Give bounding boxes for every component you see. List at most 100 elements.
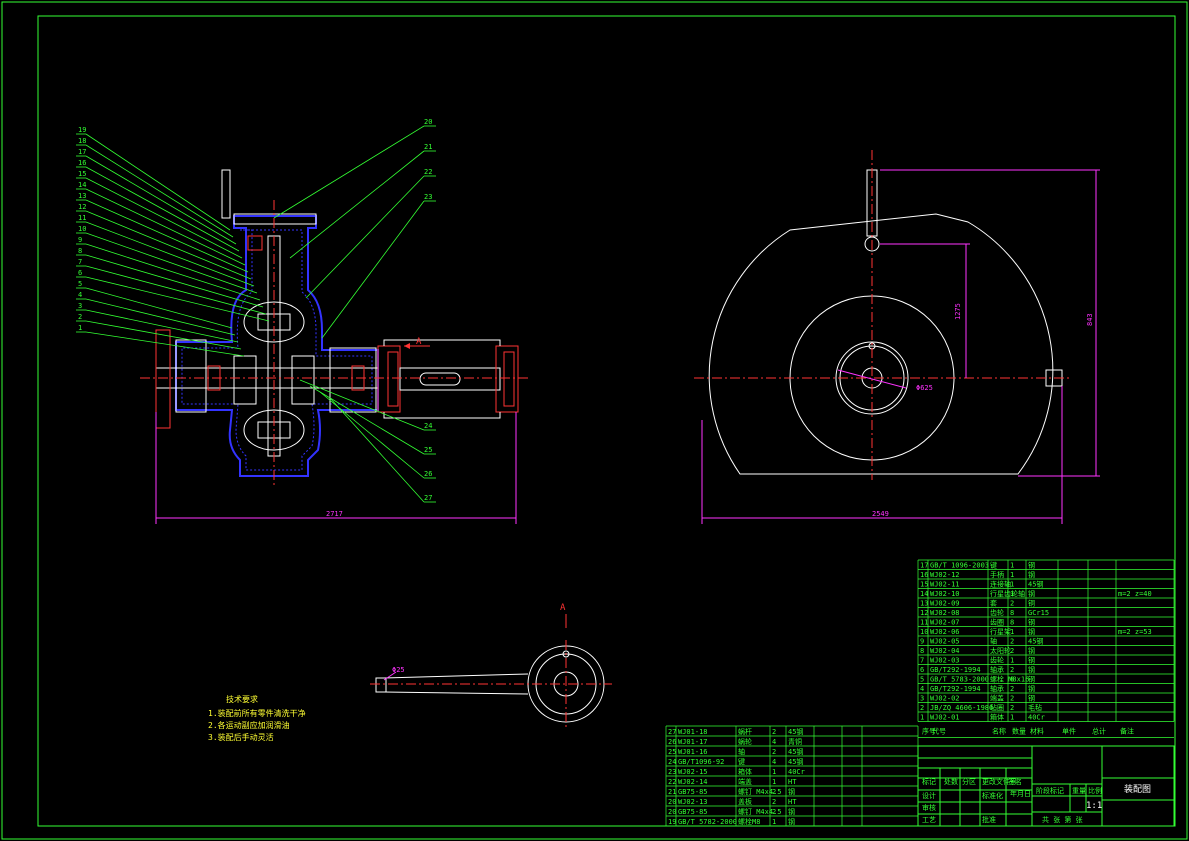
bom-code: WJ02-13 xyxy=(678,798,708,806)
leader-3 xyxy=(85,309,239,343)
coupling-left xyxy=(377,345,401,413)
section-label: A xyxy=(416,337,422,347)
bom-name: 齿轮 xyxy=(990,608,1004,617)
bom-code: WJ02-06 xyxy=(930,628,960,636)
technical-notes: 技术要求 1.装配前所有零件清洗干净 2.各运动副应加润滑油 3.装配后手动灵活 xyxy=(208,694,306,742)
bom-qty: 2 xyxy=(772,748,776,756)
bom-no: 12 xyxy=(920,609,928,617)
bom-mat: 钢 xyxy=(1028,665,1035,674)
bom-name: 轴 xyxy=(738,747,745,756)
bom-no: 14 xyxy=(920,590,928,598)
output-shaft xyxy=(399,367,501,391)
tb-label-standard: 标准化 xyxy=(982,791,1003,800)
hand-wheel xyxy=(155,329,171,429)
leader-27 xyxy=(329,397,425,503)
bom-name: 螺栓 M8x16 xyxy=(990,675,1029,684)
bom-no: 20 xyxy=(668,808,676,816)
bom-code: GB75-85 xyxy=(678,788,708,796)
bom-no: 24 xyxy=(668,758,676,766)
bom-code: GB/T 1096-2003 xyxy=(930,562,989,570)
bom-code: WJ02-03 xyxy=(930,657,960,665)
leader-2 xyxy=(85,320,242,350)
bom-header-cell: 序号 xyxy=(922,727,936,736)
bom-mat: 40Cr xyxy=(788,768,805,776)
bom-header-cell: 代号 xyxy=(932,727,946,736)
bom-no: 19 xyxy=(668,818,676,826)
bom-mat: 铜 xyxy=(1028,599,1035,608)
bom-mat: GCr15 xyxy=(1028,609,1049,617)
bom-name: 轴 xyxy=(990,637,997,646)
dim-side-dia: Φ625 xyxy=(916,384,933,392)
bom-qty: 2 xyxy=(1010,647,1014,655)
bom-mat: 钢 xyxy=(1028,589,1035,598)
bom-code: WJ02-08 xyxy=(930,609,960,617)
bom-note: m=2 z=53 xyxy=(1118,628,1152,636)
right-side-gear xyxy=(291,355,315,405)
bom-name: 行星齿轮轴 xyxy=(990,589,1025,598)
bom-mat: 钢 xyxy=(1028,694,1035,703)
bom-no: 4 xyxy=(920,685,924,693)
bom-code: GB/T1096-92 xyxy=(678,758,724,766)
notes-title: 技术要求 xyxy=(226,694,258,704)
leader-8 xyxy=(85,254,264,308)
bom-no: 13 xyxy=(920,600,928,608)
bom-qty: 2 xyxy=(772,808,776,816)
bearing-coupling-l xyxy=(387,351,399,407)
leader-21 xyxy=(289,150,425,259)
balloon-16: 16 xyxy=(78,159,86,167)
leader-22 xyxy=(305,175,425,299)
balloon-1: 1 xyxy=(78,324,82,332)
balloon-3: 3 xyxy=(78,302,82,310)
balloon-5: 5 xyxy=(78,280,82,288)
leader-11 xyxy=(85,221,255,287)
balloon-17: 17 xyxy=(78,148,86,156)
detail-arm-end xyxy=(375,677,387,693)
leader-26 xyxy=(319,391,425,479)
bom-code: WJ01-17 xyxy=(678,738,708,746)
balloon-25: 25 xyxy=(424,446,432,454)
bom-code: GB/T292-1994 xyxy=(930,666,981,674)
balloon-6: 6 xyxy=(78,269,82,277)
leader-13 xyxy=(85,199,249,273)
bom-name: 端盖 xyxy=(738,777,752,786)
detail-arm xyxy=(383,673,529,695)
balloon-18: 18 xyxy=(78,137,86,145)
leader-7 xyxy=(85,265,267,315)
bom-mat: 钢 xyxy=(1028,684,1035,693)
bom-qty: 1 xyxy=(772,778,776,786)
bom-qty: 1 xyxy=(1010,571,1014,579)
bom-header-cell: 数量 xyxy=(1012,727,1026,736)
tb-label-ratio: 比例 xyxy=(1088,786,1102,795)
leader-16 xyxy=(85,166,240,252)
leader-12 xyxy=(85,210,252,280)
bom-no: 8 xyxy=(920,647,924,655)
note-line-3: 3.装配后手动灵活 xyxy=(208,732,274,742)
bom-header-cell: 材料 xyxy=(1030,727,1044,736)
bom-code: WJ02-10 xyxy=(930,590,960,598)
leader-15 xyxy=(85,177,243,259)
left-bearing-cap xyxy=(175,339,207,413)
inner-border xyxy=(37,15,1176,827)
upper-gear xyxy=(243,301,305,343)
bom-qty: 1 xyxy=(1010,657,1014,665)
bom-name: 蜗杆 xyxy=(738,727,752,736)
bom-no: 25 xyxy=(668,748,676,756)
bearing-coupling-r xyxy=(503,351,515,407)
bom-code: WJ02-04 xyxy=(930,647,960,655)
leader-23 xyxy=(321,200,425,339)
bom-name: 箱体 xyxy=(990,713,1004,722)
